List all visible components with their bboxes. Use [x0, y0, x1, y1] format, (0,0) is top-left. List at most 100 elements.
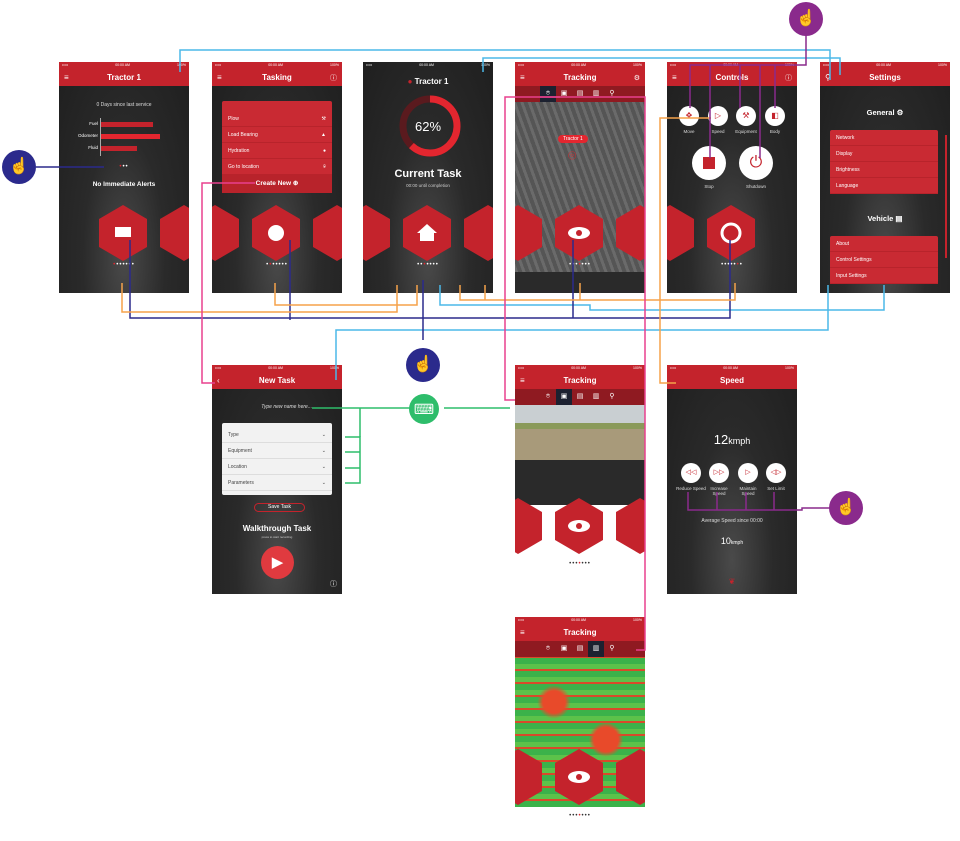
page-dots[interactable]: ••• — [119, 164, 129, 170]
hex-carousel[interactable] — [59, 205, 189, 261]
tab-camera-icon[interactable]: ▣ — [560, 90, 568, 97]
settings-item[interactable]: Network — [830, 130, 938, 146]
task-item-hydration[interactable]: Hydration● — [222, 143, 332, 159]
tab-search-icon[interactable]: ⚲ — [609, 90, 615, 97]
shutdown-button[interactable]: ⏻ — [739, 146, 773, 180]
page-dots[interactable]: ••••••• — [569, 262, 591, 268]
screen-title: Tractor 1 — [414, 77, 449, 86]
task-item-load[interactable]: Load Bearing▲ — [222, 127, 332, 143]
search-icon[interactable]: ⚲ — [825, 73, 831, 82]
settings-item[interactable]: Control Settings — [830, 252, 938, 268]
swipe-gesture-icon: ☝ — [2, 150, 36, 184]
stop-button[interactable] — [692, 146, 726, 180]
help-icon[interactable]: ⓘ — [330, 581, 337, 588]
bar-label: Fuel — [89, 121, 98, 126]
settings-item[interactable]: Brightness — [830, 162, 938, 178]
task-item-location[interactable]: Go to location⌾ — [222, 159, 332, 175]
hex-carousel[interactable] — [515, 749, 645, 805]
set-limit-button[interactable]: ◁▷ — [766, 463, 786, 483]
screen-title: Tracking — [563, 73, 597, 82]
general-heading: General — [866, 108, 895, 117]
page-dots[interactable]: ••••••• — [417, 262, 439, 268]
bar-label: Fluid — [88, 145, 98, 150]
task-name-input[interactable]: Type new name here... — [261, 404, 312, 410]
location-dropdown[interactable]: Location⌄ — [222, 459, 332, 475]
increase-speed-button[interactable]: ▷▷ — [709, 463, 729, 483]
menu-icon[interactable]: ≡ — [672, 73, 677, 82]
maintain-speed-button[interactable]: ▷ — [738, 463, 758, 483]
bar-label: Odometer — [77, 133, 98, 138]
general-list: Network Display Brightness Language — [830, 130, 938, 194]
tab-map-pin-icon[interactable]: ⌾ — [540, 86, 556, 102]
parameters-dropdown[interactable]: Parameters⌄ — [222, 475, 332, 491]
page-dots[interactable]: ••••••• — [721, 262, 743, 268]
save-task-button[interactable]: Save Task — [254, 503, 305, 512]
page-dots[interactable]: ••••••• — [113, 262, 135, 268]
hex-carousel[interactable] — [515, 205, 645, 261]
settings-item[interactable]: Display — [830, 146, 938, 162]
screen-title: Tasking — [262, 73, 292, 82]
menu-icon[interactable]: ≡ — [64, 73, 69, 82]
tab-tractor-icon[interactable]: ▤ — [576, 90, 584, 97]
tab-map-pin-icon[interactable]: ⌾ — [545, 645, 551, 652]
power-icon: ⏻ — [749, 154, 763, 171]
tab-tractor-icon[interactable]: ▤ — [576, 645, 584, 652]
stop-icon — [703, 157, 715, 169]
steering-wheel-icon — [720, 222, 742, 244]
fluid-bar — [101, 146, 137, 151]
help-icon[interactable]: ⓘ — [330, 74, 337, 82]
tab-camera-icon[interactable]: ▣ — [560, 645, 568, 652]
menu-icon[interactable]: ≡ — [520, 73, 525, 82]
body-button[interactable]: ◧ — [765, 106, 785, 126]
record-button[interactable]: ▶ — [261, 546, 294, 579]
gear-icon[interactable]: ⚙ — [633, 74, 640, 82]
reduce-speed-button[interactable]: ◁◁ — [681, 463, 701, 483]
page-dots[interactable]: ••••••• — [266, 262, 288, 268]
chevron-down-icon: ⌄ — [321, 448, 326, 454]
speed-button[interactable]: ▷ — [708, 106, 728, 126]
tab-search-icon[interactable]: ⚲ — [609, 393, 615, 400]
settings-item[interactable]: Input Settings — [830, 268, 938, 284]
wheat-logo-icon: ❦ — [728, 577, 736, 586]
average-speed-value: 10 — [720, 536, 731, 546]
tab-chart-icon[interactable]: ▥ — [588, 641, 604, 657]
task-item-plow[interactable]: Plow⚒ — [222, 111, 332, 127]
tab-camera-icon[interactable]: ▣ — [556, 389, 572, 405]
hex-carousel[interactable] — [515, 498, 645, 554]
scrollbar[interactable] — [945, 135, 947, 258]
tab-chart-icon[interactable]: ▥ — [592, 90, 600, 97]
menu-icon[interactable]: ≡ — [520, 376, 525, 385]
tracking-tabs: ⌾ ▣ ▤ ▥ ⚲ — [515, 641, 645, 657]
equipment-button[interactable]: ⚒ — [736, 106, 756, 126]
settings-item[interactable]: Language — [830, 178, 938, 194]
page-dots[interactable]: ••••••• — [569, 561, 591, 567]
create-new-button[interactable]: Create New ⊕ — [222, 175, 332, 193]
back-icon[interactable]: ‹ — [217, 376, 220, 385]
hex-carousel[interactable] — [212, 205, 342, 261]
vehicle-list: About Control Settings Input Settings — [830, 236, 938, 284]
screen-title: Speed — [719, 376, 744, 385]
tractor-marker-label[interactable]: Tractor 1 — [558, 135, 588, 143]
help-icon[interactable]: ⓘ — [785, 74, 792, 82]
tap-gesture-icon: ☝ — [789, 2, 823, 36]
menu-icon[interactable]: ≡ — [217, 73, 222, 82]
settings-item[interactable]: About — [830, 236, 938, 252]
tab-search-icon[interactable]: ⚲ — [609, 645, 615, 652]
tab-tractor-icon[interactable]: ▤ — [576, 393, 584, 400]
equipment-dropdown[interactable]: Equipment⌄ — [222, 443, 332, 459]
camera-feed[interactable] — [515, 405, 645, 505]
type-dropdown[interactable]: Type⌄ — [222, 427, 332, 443]
walkthrough-title: Walkthrough Task — [242, 524, 312, 533]
hex-carousel[interactable] — [667, 205, 797, 261]
hex-carousel[interactable] — [363, 205, 493, 261]
tab-chart-icon[interactable]: ▥ — [592, 393, 600, 400]
menu-icon[interactable]: ≡ — [520, 628, 525, 637]
vehicle-heading: Vehicle — [867, 214, 894, 223]
page-dots[interactable]: ••••••• — [569, 813, 591, 819]
progress-ring — [399, 95, 461, 157]
move-button[interactable]: ✥ — [679, 106, 699, 126]
tab-map-pin-icon[interactable]: ⌾ — [545, 393, 551, 400]
